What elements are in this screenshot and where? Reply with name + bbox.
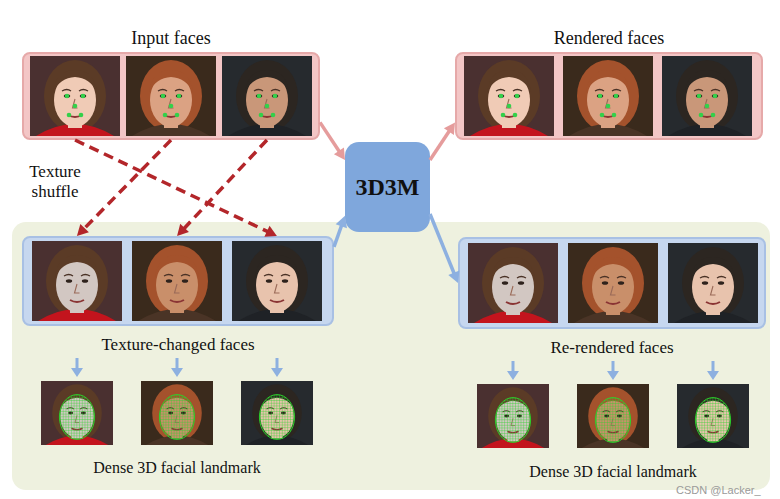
watermark: CSDN @Lacker_: [676, 484, 761, 497]
face-photo: [662, 56, 752, 136]
faces-group: Input faces: [22, 52, 320, 140]
landmark-photos: [41, 381, 749, 448]
landmark-dots: [697, 94, 718, 118]
input-photos: [30, 56, 312, 136]
connector-line: [320, 122, 339, 151]
connector-arrow: [430, 122, 455, 160]
background-panel: Dense 3D facial landmark Dense 3D facial …: [12, 222, 770, 490]
faces-group: Texture-changed faces: [22, 236, 334, 326]
connector-arrow: [334, 216, 347, 247]
texture-changed-photos: [32, 241, 322, 321]
caption: Dense 3D facial landmark: [463, 462, 763, 482]
face-photo: [141, 381, 213, 445]
connector-line: [75, 140, 268, 232]
group-title: Texture-changed faces: [24, 334, 332, 356]
face-photo: [563, 56, 653, 136]
landmark-mesh: [695, 398, 730, 443]
face-photo: [568, 243, 658, 323]
model-box: 3D3M: [345, 142, 430, 232]
arrowhead: [177, 224, 189, 236]
model-name: 3D3M: [356, 174, 420, 201]
arrowhead: [334, 148, 345, 160]
connector-line: [334, 225, 342, 247]
arrowhead: [444, 122, 455, 134]
caption: Dense 3D facial landmark: [27, 458, 327, 478]
arrowhead: [77, 224, 89, 236]
face-photo: [222, 56, 312, 136]
face-photo: [41, 381, 113, 445]
connector-line: [430, 214, 454, 274]
connector-arrow: [75, 140, 277, 237]
face-photo: [30, 56, 120, 136]
face-photo: [126, 56, 216, 136]
group-title: Re-rendered faces: [460, 337, 764, 359]
face-photo: [32, 241, 122, 321]
face-photo: [132, 241, 222, 321]
re-rendered-photos: [468, 243, 758, 323]
face-photo: [464, 56, 554, 136]
face-photo: [668, 243, 758, 323]
arrowhead: [336, 216, 347, 228]
group-title: Rendered faces: [457, 27, 761, 49]
face-photo: [468, 243, 558, 323]
connector-line: [430, 131, 449, 160]
down-arrows: [71, 358, 719, 380]
arrowhead: [448, 271, 459, 283]
face-photo: [677, 384, 749, 448]
connector-arrow: [320, 122, 345, 160]
landmark-mesh: [495, 398, 530, 443]
landmark-dots: [598, 94, 619, 118]
landmark-mesh: [259, 395, 294, 440]
landmark-dots: [65, 94, 86, 118]
face-photo: [577, 384, 649, 448]
landmark-dots: [257, 94, 278, 118]
face-photo: [241, 381, 313, 445]
faces-group: Rendered faces: [455, 52, 763, 140]
connector-line: [184, 140, 267, 229]
connector-line: [84, 140, 171, 229]
connector-arrow: [430, 214, 459, 283]
landmark-dots: [499, 94, 520, 118]
landmark-mesh: [159, 395, 194, 440]
landmark-dots: [161, 94, 182, 118]
rendered-photos: [464, 56, 752, 136]
arrowhead: [264, 226, 277, 237]
group-title: Input faces: [24, 27, 318, 49]
edge-label: Texture shuffle: [18, 162, 92, 202]
landmark-mesh: [59, 395, 94, 440]
face-photo: [477, 384, 549, 448]
face-photo: [232, 241, 322, 321]
faces-group: Re-rendered faces: [458, 237, 766, 329]
landmark-mesh: [595, 398, 630, 443]
